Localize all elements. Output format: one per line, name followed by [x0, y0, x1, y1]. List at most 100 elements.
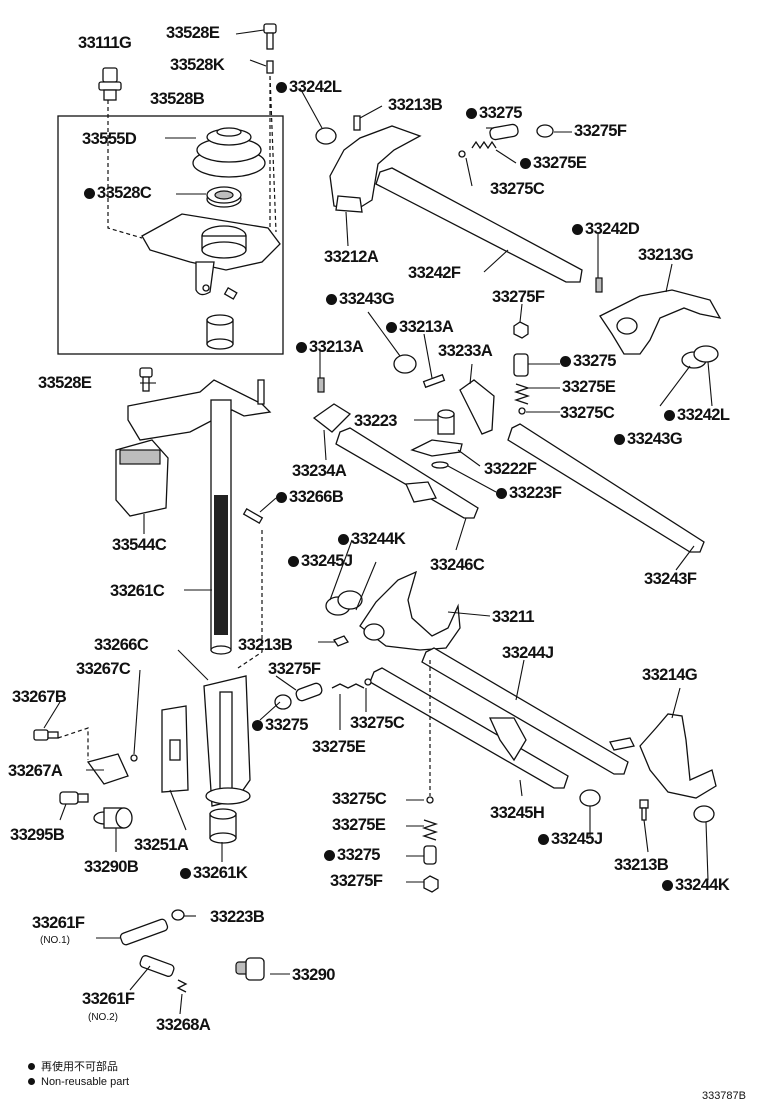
part-33246c-rail	[335, 427, 479, 519]
part-33295b	[59, 791, 89, 805]
label-33528b: 33528B	[150, 90, 205, 108]
part-33244k-collar	[693, 805, 715, 823]
label-33275e-3: 33275E	[312, 738, 366, 756]
label-33275-3: 33275	[252, 716, 308, 734]
label-33267a: 33267A	[8, 762, 63, 780]
part-33243f-rail	[507, 423, 705, 553]
label-33214g: 33214G	[642, 666, 698, 684]
label-33234a: 33234A	[292, 462, 347, 480]
label-33544c: 33544C	[112, 536, 167, 554]
label-33111g: 33111G	[78, 34, 132, 52]
label-33213b-3: 33213B	[614, 856, 669, 874]
part-33213g-fork	[599, 289, 722, 355]
leader-dashed	[237, 530, 263, 669]
part-33261k-bushing	[209, 808, 237, 844]
label-33261c: 33261C	[110, 582, 165, 600]
part-33223f	[431, 461, 449, 469]
legend-line-jp: 再使用不可部品	[28, 1058, 118, 1074]
label-33275e-2: 33275E	[562, 378, 616, 396]
label-33243g: 33243G	[326, 290, 395, 308]
part-33528c	[206, 186, 242, 208]
part-33266b	[242, 508, 264, 524]
label-33555d: 33555D	[82, 130, 137, 148]
part-33223b	[171, 909, 185, 921]
part-detent-right	[513, 321, 531, 415]
label-33267b: 33267B	[12, 688, 67, 706]
part-33555d	[192, 127, 266, 178]
part-33266c-housing	[161, 675, 251, 807]
label-33275f-2: 33275F	[492, 288, 545, 306]
label-33528e: 33528E	[166, 24, 220, 42]
part-detent-lower	[274, 678, 439, 893]
leader-lines	[43, 29, 713, 1015]
leader-dashed	[57, 727, 89, 760]
leader-dashed	[107, 100, 143, 239]
label-33275c-2: 33275C	[560, 404, 615, 422]
label-33242f: 33242F	[408, 264, 461, 282]
label-33275f-4: 33275F	[330, 872, 383, 890]
part-detent-top	[458, 123, 554, 158]
part-33528b-plate	[141, 213, 281, 300]
part-bushing	[206, 314, 234, 350]
part-rail-lug-2	[488, 717, 527, 762]
label-33275c-4: 33275C	[332, 790, 387, 808]
part-shift-bracket	[127, 367, 272, 441]
part-33242l-collar	[681, 345, 719, 369]
part-33234a	[312, 403, 352, 433]
part-33243g-collar	[393, 354, 417, 374]
part-33233a	[459, 379, 495, 435]
legend-line-en: Non-reusable part	[28, 1076, 129, 1088]
label-33213g: 33213G	[638, 246, 694, 264]
part-rail-lug	[405, 481, 437, 503]
label-33212a: 33212A	[324, 248, 379, 266]
label-33275f: 33275F	[574, 122, 627, 140]
label-33295b: 33295B	[10, 826, 65, 844]
nonreusable-dot-icon	[28, 1078, 35, 1085]
part-33290b-switch	[93, 807, 133, 829]
label-33266c: 33266C	[94, 636, 149, 654]
label-33267c: 33267C	[76, 660, 131, 678]
label-33243g-2: 33243G	[614, 430, 683, 448]
part-33528e-top	[263, 23, 277, 50]
part-33222f	[410, 439, 463, 457]
part-33214g-fork	[609, 713, 717, 799]
label-33244j: 33244J	[502, 644, 554, 662]
label-33244k: 33244K	[338, 530, 406, 548]
label-33275e-4: 33275E	[332, 816, 386, 834]
label-33245h: 33245H	[490, 804, 545, 822]
label-33528e-2: 33528E	[38, 374, 92, 392]
label-33268a: 33268A	[156, 1016, 211, 1034]
label-33213a: 33213A	[386, 318, 454, 336]
label-33245j: 33245J	[288, 552, 353, 570]
label-33244k-2: 33244K	[662, 876, 730, 894]
label-33245j-2: 33245J	[538, 830, 603, 848]
label-33213b: 33213B	[388, 96, 443, 114]
label-33528k: 33528K	[170, 56, 225, 74]
label-33275: 33275	[466, 104, 522, 122]
part-33261c-shaft	[210, 399, 232, 655]
label-33275e: 33275E	[520, 154, 587, 172]
part-33267c	[130, 754, 138, 762]
label-33275-4: 33275	[324, 846, 380, 864]
label-33246c: 33246C	[430, 556, 485, 574]
part-33213a	[317, 377, 325, 393]
part-33528k	[266, 60, 274, 74]
label-33213a-2: 33213A	[296, 338, 364, 356]
part-33211-fork	[359, 570, 461, 651]
part-33245j-collar-2	[579, 789, 601, 807]
part-33261f-no2	[139, 955, 175, 977]
part-33267a	[86, 753, 129, 785]
label-33275c: 33275C	[490, 180, 545, 198]
label-33223f: 33223F	[496, 484, 562, 502]
label-33275-2: 33275	[560, 352, 616, 370]
label-33275f-3: 33275F	[268, 660, 321, 678]
part-33544c	[115, 439, 169, 517]
part-33242f-rail	[375, 167, 583, 283]
diagram-code: 333787B	[701, 1090, 746, 1102]
label-33275c-3: 33275C	[350, 714, 405, 732]
label-33223b: 33223B	[210, 908, 265, 926]
label-33223: 33223	[354, 412, 397, 430]
part-33268a	[176, 979, 188, 993]
